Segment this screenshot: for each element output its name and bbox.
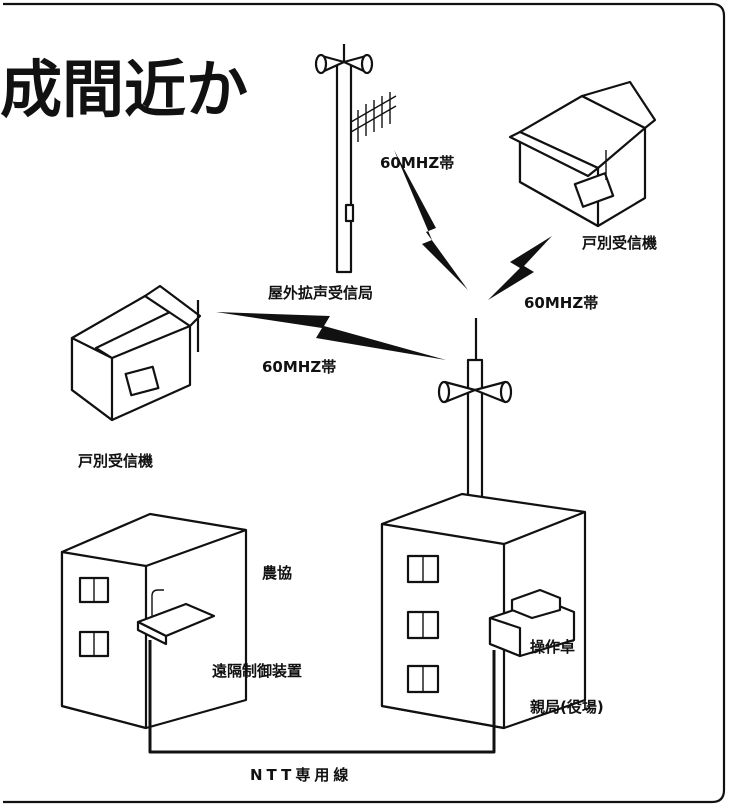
title-fragment: 成間近か xyxy=(0,53,248,126)
label-console: 操作卓 xyxy=(530,638,575,656)
outdoor-speaker-pole xyxy=(314,44,397,274)
radio-bolt-top xyxy=(394,150,468,290)
label-agri-coop: 農協 xyxy=(262,564,292,582)
label-outdoor-station: 屋外拡声受信局 xyxy=(268,284,373,302)
label-receiver-left: 戸別受信機 xyxy=(78,452,153,470)
radio-bolt-right xyxy=(488,236,552,300)
label-band-right: 60MHZ帯 xyxy=(524,294,598,312)
label-ntt-line: NTT専用線 xyxy=(250,766,352,784)
frame-border xyxy=(3,2,726,804)
main-station-building xyxy=(380,492,587,730)
ntt-line-path xyxy=(148,640,496,754)
radio-bolt-left xyxy=(216,312,446,360)
main-antenna-pole xyxy=(437,318,513,534)
house-left xyxy=(70,284,202,422)
house-right xyxy=(508,80,657,228)
label-band-top: 60MHZ帯 xyxy=(380,154,454,172)
label-main-station: 親局(役場) xyxy=(530,698,604,716)
label-band-left: 60MHZ帯 xyxy=(262,358,336,376)
console-desk xyxy=(488,588,576,658)
label-receiver-right: 戸別受信機 xyxy=(582,234,657,252)
remote-control-device xyxy=(136,589,216,646)
label-remote-control: 遠隔制御装置 xyxy=(212,662,302,680)
